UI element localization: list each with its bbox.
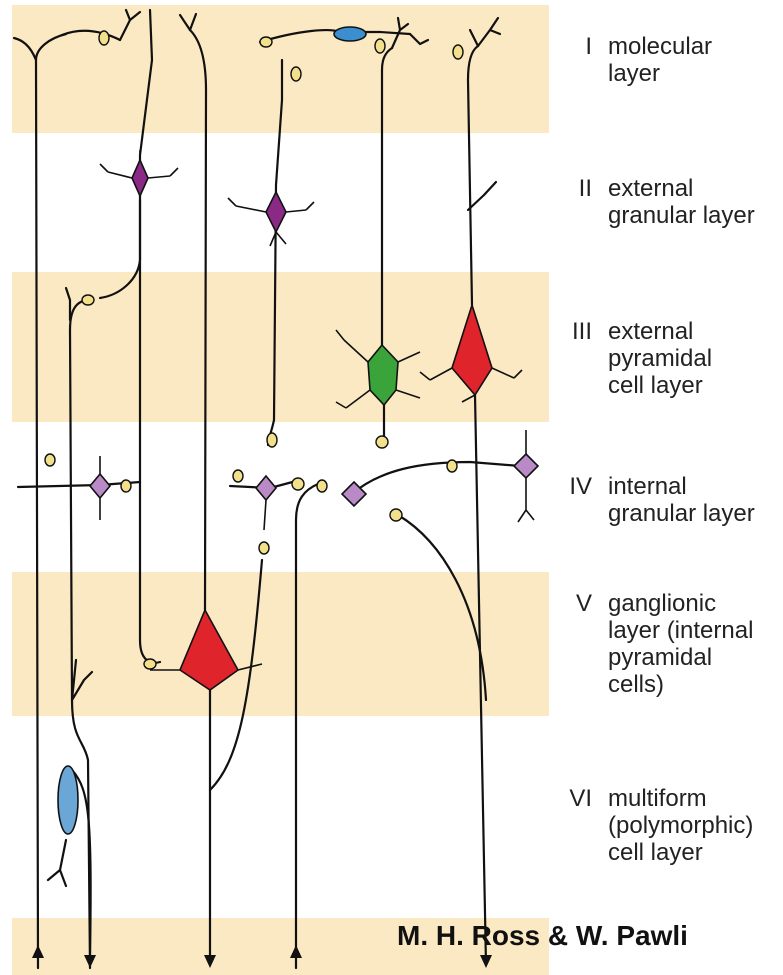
layer-name: external granular layer (608, 175, 783, 229)
layer-name: external pyramidal cell layer (608, 318, 783, 399)
layer-name: internal granular layer (608, 473, 783, 527)
granule-neuron-4-icon (514, 454, 538, 478)
layer-numeral: IV (569, 473, 592, 500)
granule-neuron-2-icon (256, 476, 276, 500)
bouton (144, 659, 156, 669)
layer-name: ganglionic layer (internal pyramidal cel… (608, 590, 783, 698)
layer-name: molecular layer (608, 33, 783, 87)
stellate-neuron-icon (132, 160, 148, 196)
bouton (260, 37, 272, 47)
bouton (121, 480, 131, 492)
layer-numeral: V (576, 590, 592, 617)
bouton (376, 436, 388, 448)
fusiform-neuron-icon (58, 766, 78, 834)
granule-neuron-icon (90, 474, 110, 498)
bouton (259, 542, 269, 554)
bouton (291, 67, 301, 81)
bouton (317, 480, 327, 492)
horizontal-neuron-icon (334, 27, 366, 41)
stellate-neuron-ii-right-icon (266, 192, 286, 232)
bouton (82, 295, 94, 305)
layer-numeral: VI (569, 785, 592, 812)
bouton (45, 454, 55, 466)
iv-horizontal-right (352, 462, 520, 494)
layer-numeral: II (579, 175, 592, 202)
layer-numeral: I (585, 33, 592, 60)
ii-right-branch (468, 182, 496, 210)
bouton (292, 478, 304, 490)
bouton (375, 39, 385, 53)
ascending-afferent (296, 484, 318, 968)
bouton (447, 460, 457, 472)
bouton (233, 470, 243, 482)
bouton (99, 31, 109, 45)
bouton (453, 45, 463, 59)
granule-dendrites (100, 430, 534, 530)
layer-name: multiform (polymorphic) cell layer (608, 785, 783, 866)
bouton (267, 433, 277, 447)
layer-numeral: III (572, 318, 592, 345)
band-layer-v (12, 572, 549, 716)
bouton (390, 509, 402, 521)
figure-credit: M. H. Ross & W. Pawli (397, 920, 688, 952)
